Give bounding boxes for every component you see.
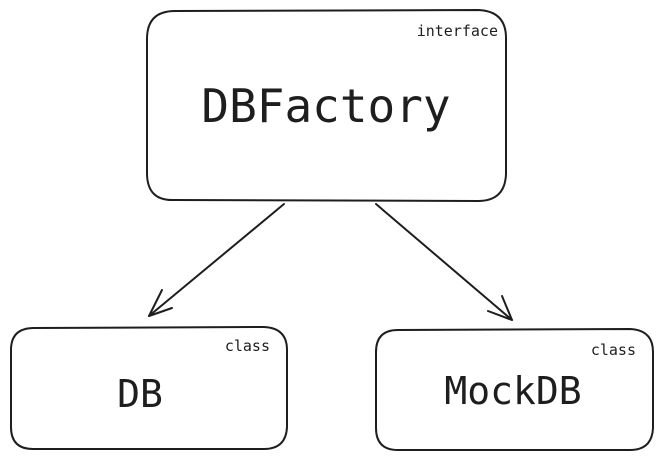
node-dbfactory-box (146, 9, 507, 202)
arrow-head-db (148, 289, 173, 317)
node-dbfactory[interactable]: interface DBFactory (146, 9, 507, 202)
arrow-line-factory-db (148, 203, 285, 317)
arrow-line-factory-mockdb (375, 203, 513, 321)
node-db-stereotype: class (225, 337, 270, 355)
node-db-box (10, 326, 288, 450)
node-dbfactory-name: DBFactory (201, 79, 450, 133)
node-db-name: DB (117, 372, 163, 416)
arrow-head-mockdb (487, 295, 513, 321)
node-dbfactory-stereotype: interface (417, 22, 498, 40)
node-mockdb-stereotype: class (591, 341, 636, 359)
arrow-factory-to-mockdb (375, 203, 513, 321)
node-mockdb-box (375, 328, 654, 451)
node-db[interactable]: class DB (10, 326, 288, 450)
node-mockdb-name: MockDB (444, 369, 581, 413)
arrow-factory-to-db (148, 203, 285, 317)
node-mockdb[interactable]: class MockDB (375, 328, 654, 451)
